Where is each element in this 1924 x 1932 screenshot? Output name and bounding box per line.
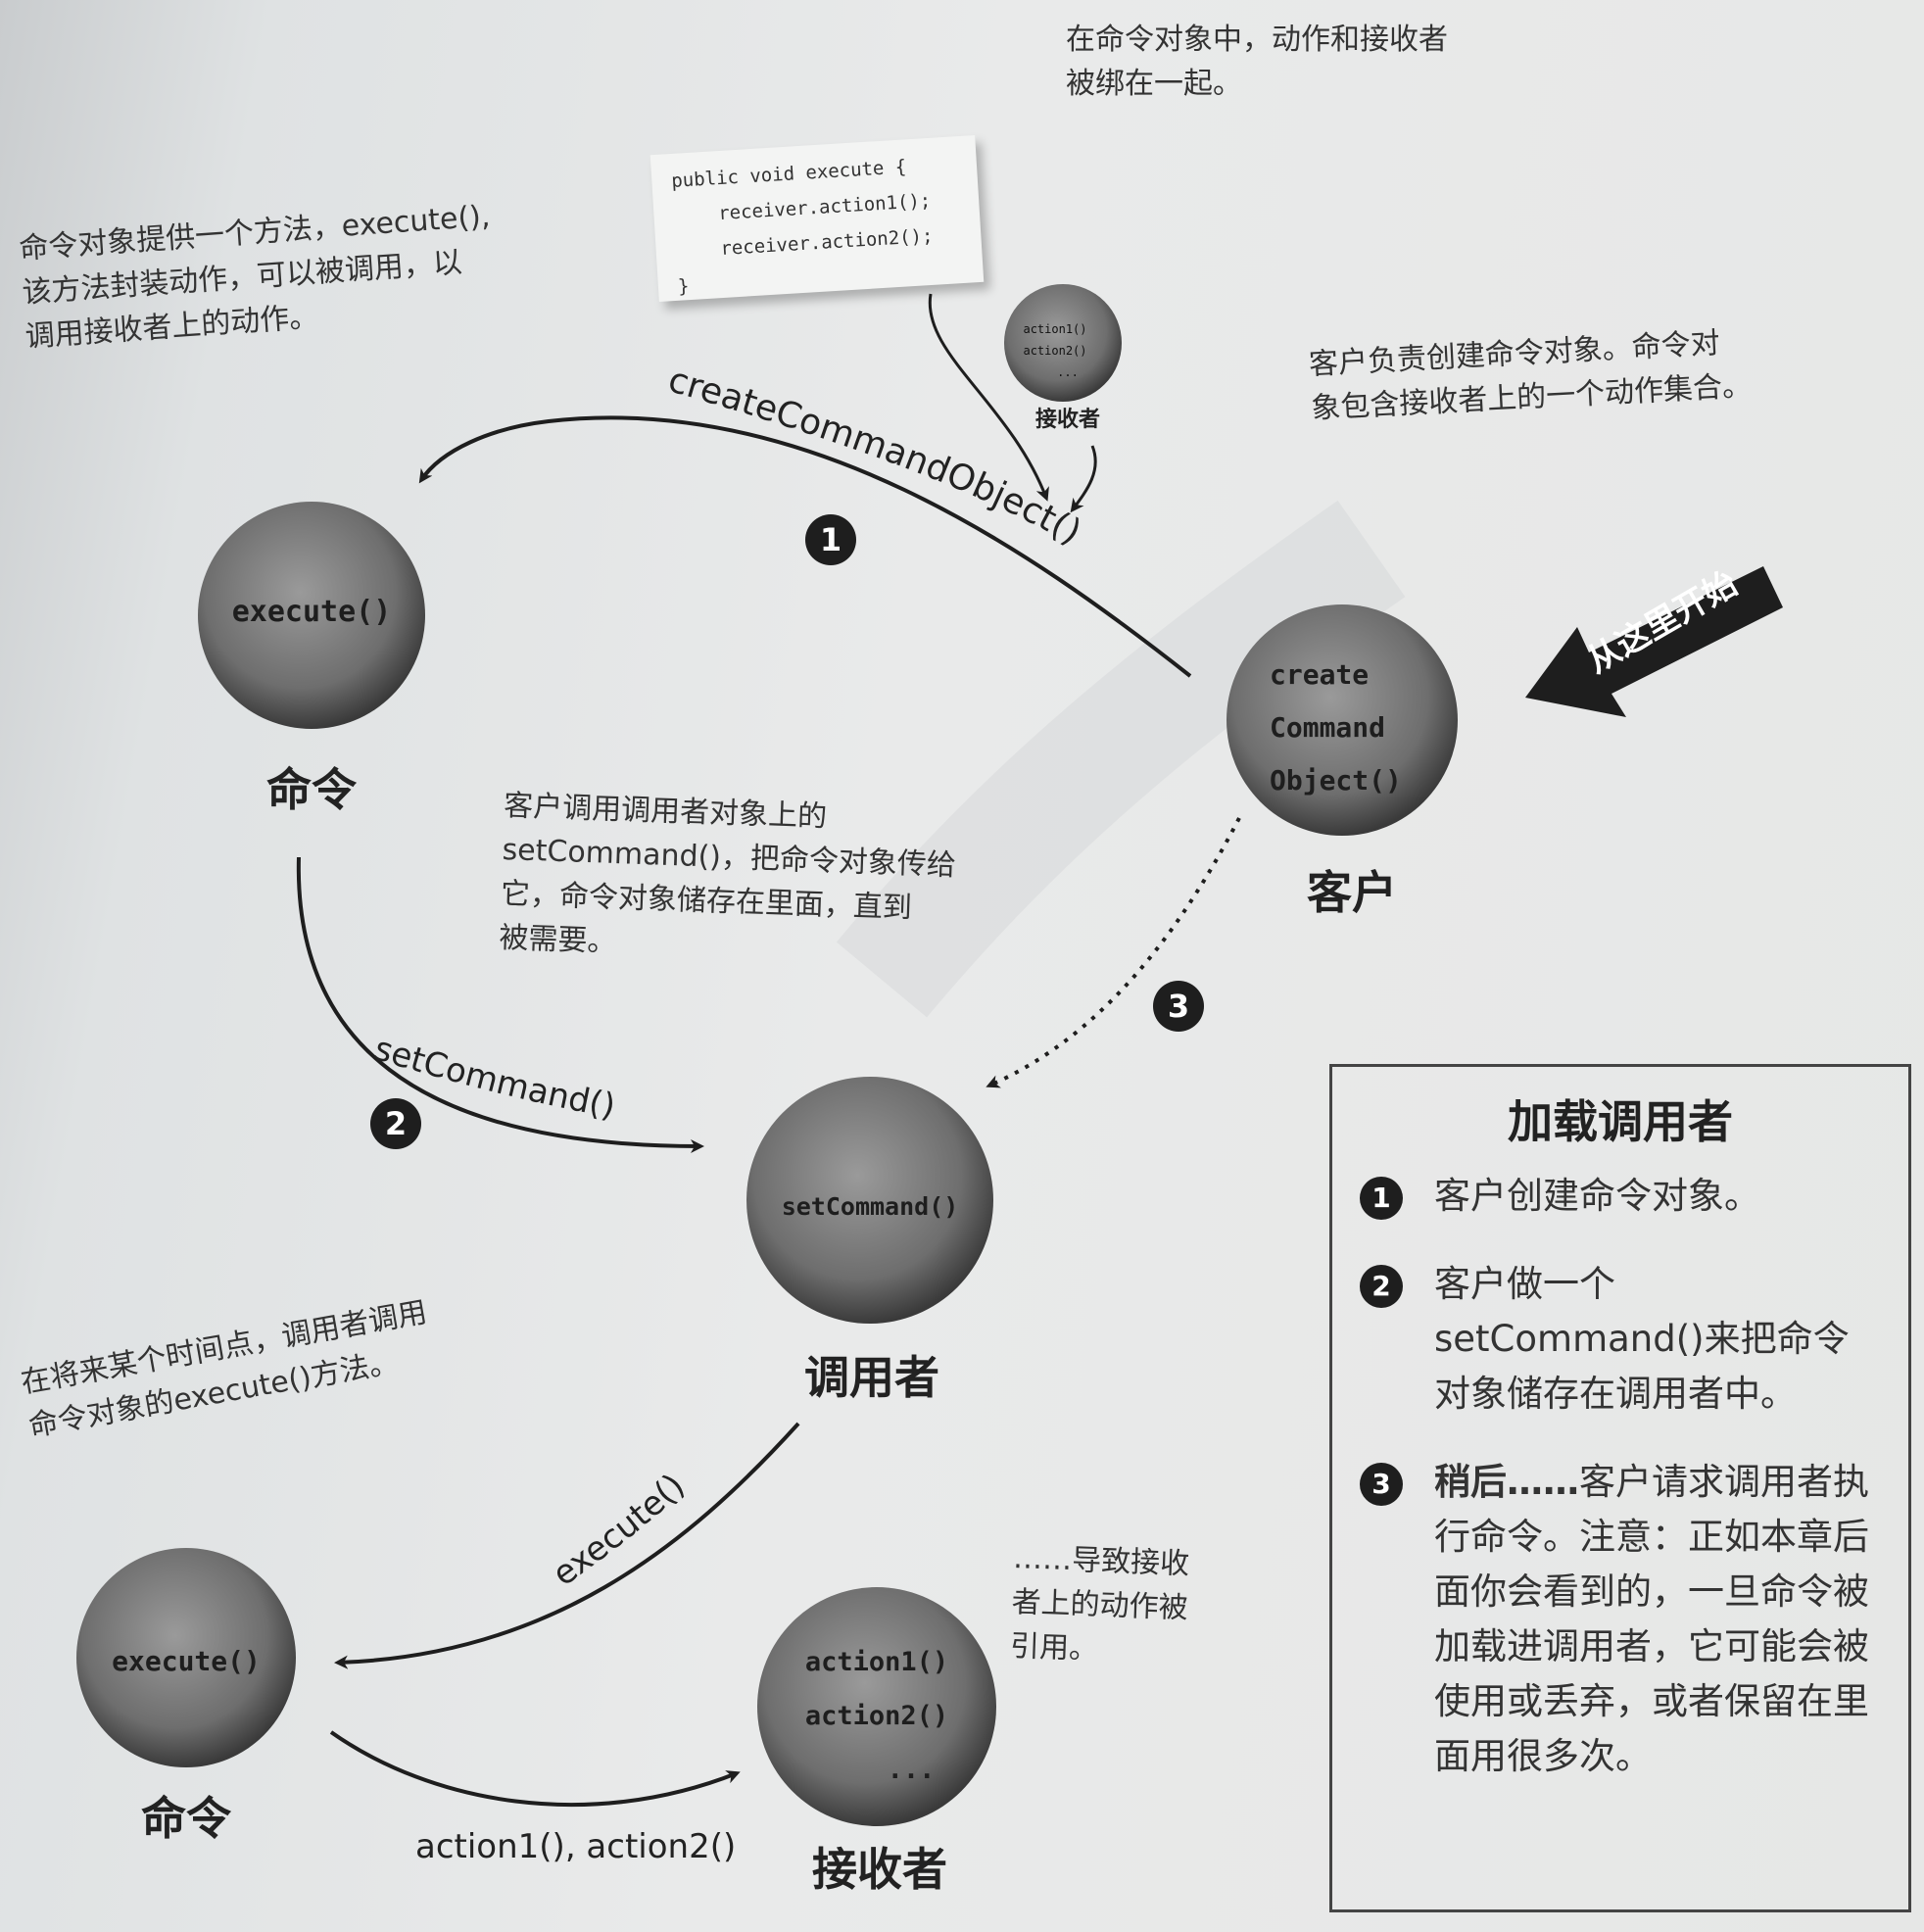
small-receiver-line-1: action1(): [1023, 322, 1086, 336]
node-command-bottom-method: execute(): [112, 1645, 261, 1677]
note-top-right-line: 在命令对象中，动作和接收者: [1066, 23, 1448, 57]
node-command-bottom: execute(): [76, 1548, 296, 1767]
arrow-code-to-create: [928, 293, 1049, 502]
node-receiver-line-1: action1(): [805, 1647, 948, 1677]
node-command-top-label: 命令: [266, 763, 357, 816]
node-command-bottom-label: 命令: [141, 1792, 231, 1845]
background-ribbon: [836, 500, 1406, 1018]
node-client: create Command Object(): [1227, 604, 1458, 836]
code-card: public void execute { receiver.action1()…: [649, 135, 985, 302]
legend-step-1-number: 1: [1360, 1177, 1403, 1220]
node-command-top-method: execute(): [232, 595, 392, 629]
node-invoker-label: 调用者: [804, 1351, 939, 1404]
legend-box: 加载调用者 1 客户创建命令对象。 2 客户做一个setCommand()来把命…: [1329, 1064, 1911, 1912]
node-receiver: action1() action2() ...: [757, 1587, 996, 1826]
small-receiver-line-2: action2(): [1023, 344, 1086, 358]
legend-step-3-bold: 稍后……: [1434, 1461, 1579, 1503]
node-receiver-small: action1() action2() ...: [1004, 284, 1122, 402]
note-bottom-right-line: 者上的动作被: [1011, 1584, 1189, 1626]
arrow-execute: [334, 1422, 800, 1669]
legend-step-1-text: 客户创建命令对象。: [1434, 1175, 1760, 1217]
legend-step-1: 1 客户创建命令对象。: [1360, 1169, 1881, 1224]
note-bottom-right-line: ……导致接收: [1012, 1540, 1190, 1582]
arrow-receiver-to-create: [1070, 445, 1097, 513]
node-invoker: setCommand(): [746, 1077, 993, 1324]
legend-step-3: 3 稍后……客户请求调用者执行命令。注意：正如本章后面你会看到的，一旦命令被加载…: [1360, 1455, 1881, 1784]
start-arrow-icon: [1525, 566, 1783, 717]
small-receiver-line-3: ...: [1057, 365, 1079, 379]
arrow-actions: [329, 1730, 741, 1808]
legend-title: 加载调用者: [1508, 1095, 1733, 1148]
legend-step-3-text: 客户请求调用者执行命令。注意：正如本章后面你会看到的，一旦命令被加载进调用者，它…: [1434, 1461, 1869, 1777]
legend-step-2: 2 客户做一个setCommand()来把命令对象储存在调用者中。: [1360, 1257, 1881, 1422]
node-command-top: execute(): [198, 502, 425, 729]
step-badge-1: 1: [805, 514, 856, 565]
step-badge-3: 3: [1153, 981, 1204, 1032]
legend-step-2-number: 2: [1360, 1265, 1403, 1308]
node-receiver-line-2: action2(): [805, 1701, 948, 1731]
node-client-line-2: Command: [1270, 711, 1385, 744]
note-top-right-line: 被绑在一起。: [1066, 67, 1242, 101]
note-bottom-right: ……导致接收 者上的动作被 引用。: [1009, 1536, 1190, 1674]
node-invoker-method: setCommand(): [782, 1192, 959, 1221]
node-receiver-line-3: ...: [888, 1755, 936, 1785]
small-receiver-label: 接收者: [1034, 408, 1100, 432]
node-client-label: 客户: [1307, 866, 1397, 919]
label-create-command-object: createCommandObject(): [664, 360, 1088, 553]
label-execute: execute(): [546, 1467, 693, 1595]
arrow-create-command: [418, 415, 1192, 678]
step-badge-2: 2: [370, 1098, 421, 1149]
legend-step-2-text: 客户做一个setCommand()来把命令对象储存在调用者中。: [1434, 1263, 1850, 1415]
arrow-set-command: [296, 856, 704, 1153]
note-bottom-right-line: 引用。: [1009, 1628, 1099, 1667]
note-top-right: 在命令对象中，动作和接收者 被绑在一起。: [1066, 18, 1448, 106]
node-receiver-label: 接收者: [812, 1843, 947, 1896]
legend-step-3-number: 3: [1360, 1463, 1403, 1506]
node-client-line-3: Object(): [1270, 764, 1402, 797]
note-middle: 客户调用调用者对象上的 setCommand()，把命令对象传给 它，命令对象储…: [499, 784, 958, 976]
label-actions: action1(), action2(): [415, 1827, 736, 1866]
node-client-line-1: create: [1270, 658, 1369, 691]
